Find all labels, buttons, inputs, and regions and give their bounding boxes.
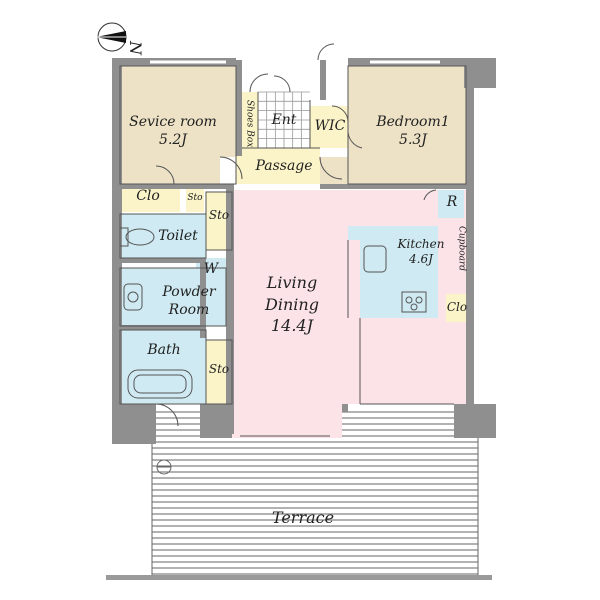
toilet-label: Toilet	[158, 228, 198, 244]
kitchen-size: 4.6J	[409, 252, 433, 266]
refrigerator-label: R	[446, 194, 458, 210]
bedroom1-name: Bedroom1	[376, 114, 450, 130]
fixtures	[119, 43, 467, 437]
closet-left-label: Clo	[136, 188, 160, 204]
cupboard-label: Cupboard	[456, 226, 467, 272]
compass-north-label: N	[126, 41, 145, 55]
kitchen-name: Kitchen	[397, 237, 445, 251]
powder-room-label: Powder Room	[162, 284, 216, 318]
terrace-area	[106, 411, 492, 580]
shoes-box-label: Shoes Box	[244, 100, 255, 148]
washer-label: W	[203, 261, 219, 277]
bedroom1-label: Bedroom1 5.3J	[366, 114, 460, 149]
service-room-name: Sevice room	[129, 114, 217, 130]
bedroom1-size: 5.3J	[399, 131, 427, 148]
bath-label: Bath	[147, 342, 181, 358]
living-dining-label: Living Dining 14.4J	[250, 272, 334, 337]
service-room-size: 5.2J	[159, 131, 187, 148]
entrance-label: Ent	[271, 112, 297, 128]
terrace-label: Terrace	[271, 508, 335, 527]
storage-small-label: Sto	[187, 193, 203, 203]
wic-label: WIC	[314, 118, 346, 134]
passage-label: Passage	[255, 158, 313, 174]
living-dining-size: 14.4J	[270, 316, 314, 336]
service-room-label: Sevice room 5.2J	[128, 114, 218, 149]
storage-upper-label: Sto	[208, 208, 230, 222]
living-dining-name: Living Dining	[265, 273, 319, 314]
storage-lower-label: Sto	[208, 362, 230, 376]
north-compass	[96, 22, 127, 52]
walls	[112, 58, 496, 444]
kitchen-label: Kitchen 4.6J	[390, 237, 452, 267]
closet-kitchen-label: Clo	[446, 300, 468, 314]
